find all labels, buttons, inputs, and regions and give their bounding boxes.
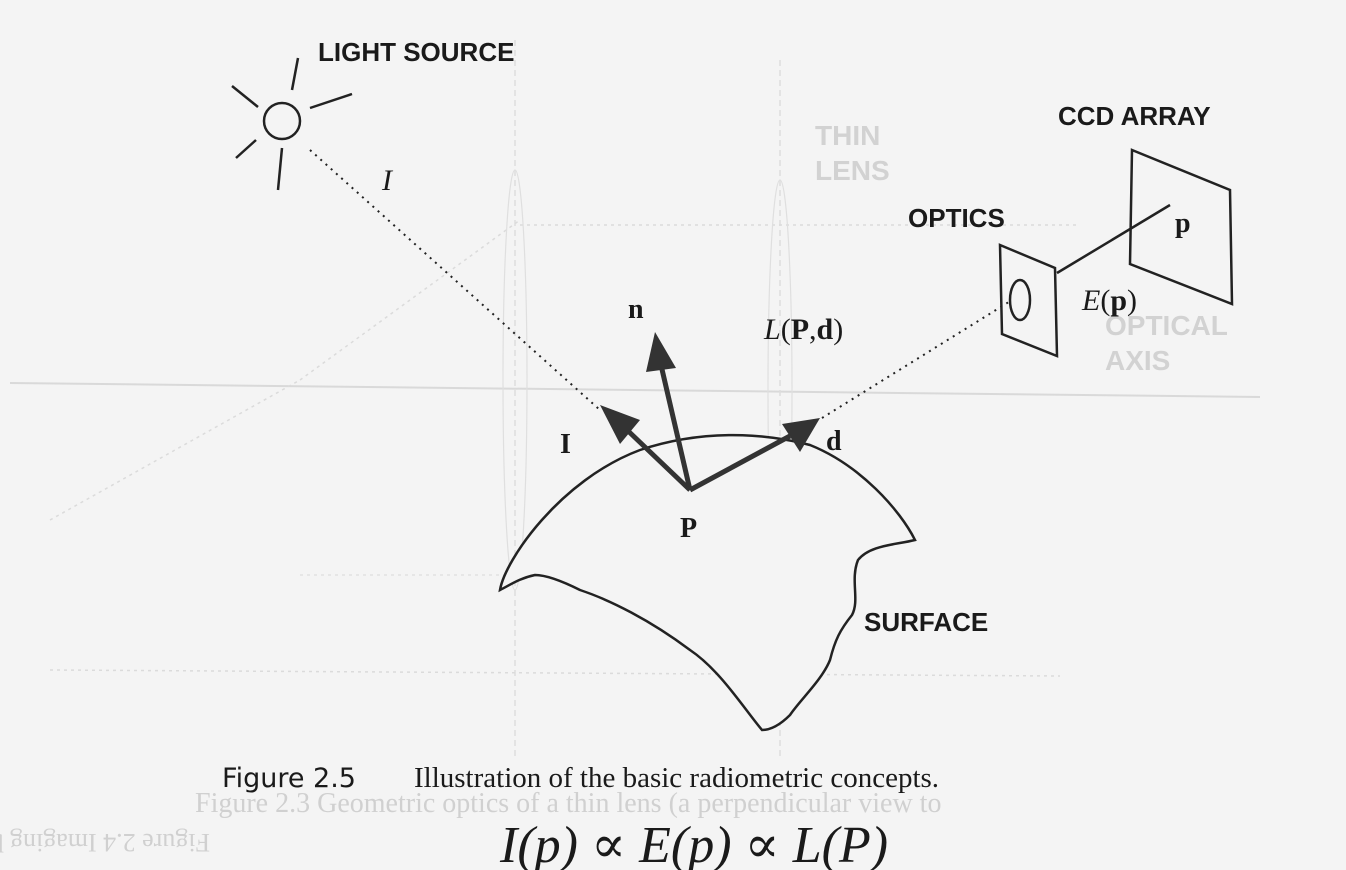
sun-icon [231, 57, 353, 191]
surface-patch [498, 433, 917, 732]
optics-to-ccd-line [1056, 203, 1171, 275]
light-dir-label: I [560, 429, 571, 460]
bleed-axis-label: AXIS [1105, 345, 1170, 376]
normal-label: n [628, 294, 644, 325]
bleed-figure-caption: Figure 2.3 Geometric optics of a thin le… [195, 788, 941, 819]
surface-label: SURFACE [864, 607, 988, 637]
ccd-array-plane [1128, 148, 1234, 306]
intensity-label: I [381, 164, 394, 197]
ccd-array-label: CCD ARRAY [1058, 101, 1211, 131]
optics-plate [998, 243, 1059, 358]
bleed-thin-label: THIN [815, 120, 880, 151]
vector-view-dir [688, 418, 820, 493]
proportionality-equation: I(p) ∝ E(p) ∝ L(P) [499, 817, 888, 870]
bleed-lens-label: LENS [815, 155, 890, 186]
bleed-optical-label: OPTICAL [1105, 310, 1228, 341]
radiance-label: L(P,d) [763, 313, 843, 346]
irradiance-label: E(p) [1081, 284, 1137, 317]
bleed-through-layer: THIN LENS OPTICAL AXIS Figure 2.3 Geomet… [0, 40, 1261, 857]
optics-label: OPTICS [908, 203, 1005, 233]
vector-light-dir [600, 405, 692, 492]
view-dir-label: d [826, 426, 842, 457]
vector-normal [646, 332, 693, 491]
incident-ray [309, 149, 601, 411]
reflected-ray [821, 299, 1013, 419]
figure-number: Figure 2.5 [222, 763, 356, 794]
point-P-label: P [680, 513, 697, 544]
pixel-p-label: p [1175, 208, 1191, 239]
light-source-label: LIGHT SOURCE [318, 37, 514, 67]
bleed-figure-caption-mirrored: Figure 2.4 Imaging by a thin lens. In ge… [0, 828, 210, 857]
figure-caption: Illustration of the basic radiometric co… [414, 762, 939, 794]
